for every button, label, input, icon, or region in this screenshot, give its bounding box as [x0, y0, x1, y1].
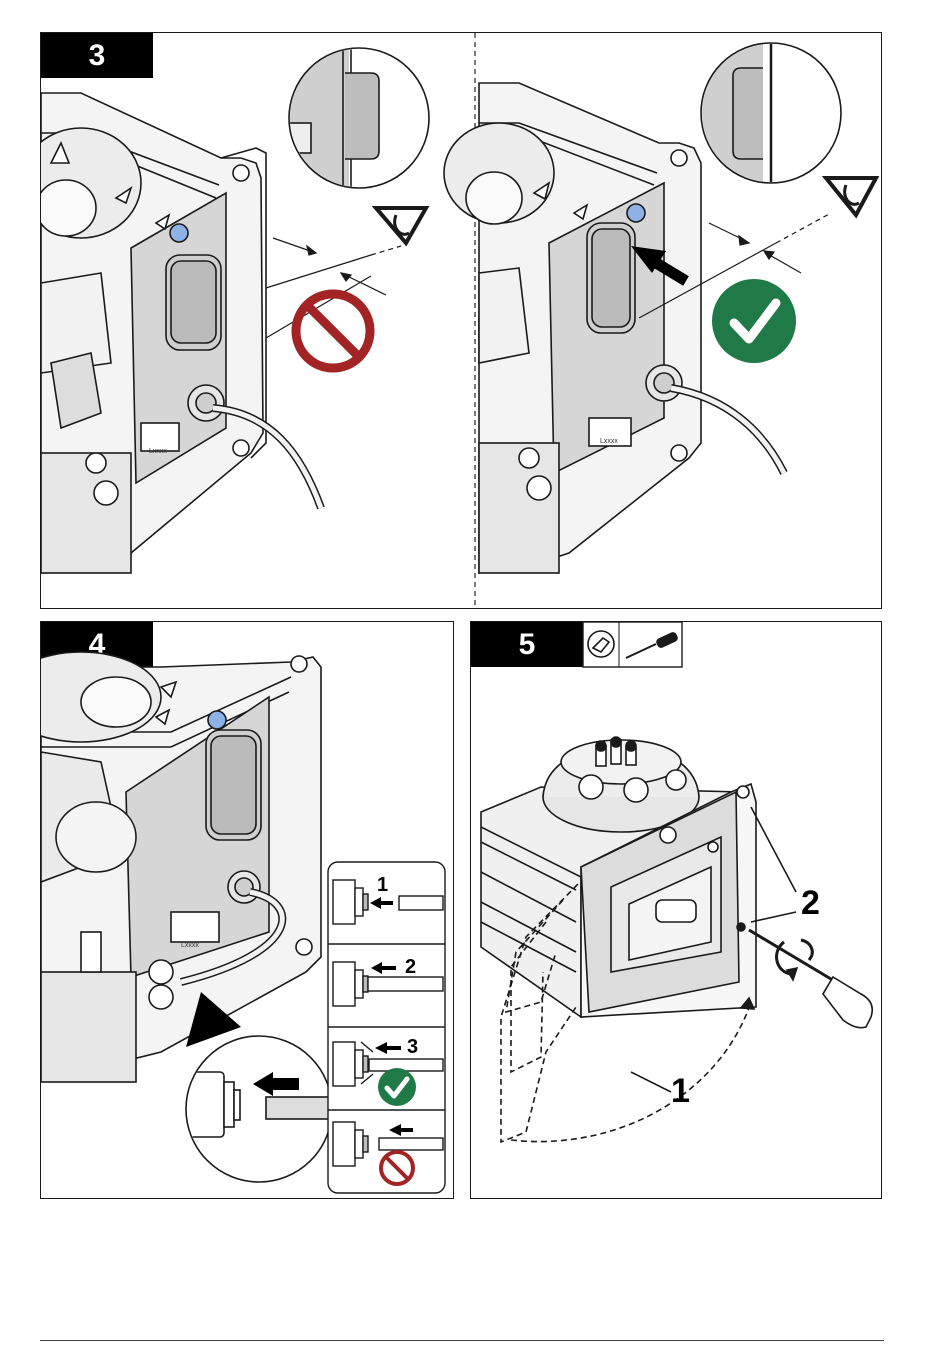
- device-left-wrong: [41, 93, 321, 573]
- footer-rule: [40, 1340, 884, 1341]
- step4-callout-2: 2: [405, 956, 416, 979]
- step-5-panel: 5: [470, 621, 882, 1199]
- step4-callout-3: 3: [407, 1036, 418, 1059]
- check-mark-icon: [712, 279, 796, 363]
- fitting-zoom-circle: [186, 1036, 336, 1182]
- device-step4: [41, 652, 321, 1082]
- magnifier-left: [289, 48, 429, 198]
- device-label-left: Lxxxx: [149, 448, 167, 455]
- step-3-illustration: Lxxxx: [41, 33, 882, 609]
- prohibited-icon: [296, 294, 370, 368]
- gap-measure-left: [266, 238, 401, 338]
- step-5-illustration: [471, 622, 882, 1199]
- step-4-illustration: Lxxxx: [41, 622, 454, 1199]
- magnifier-right: [701, 43, 841, 193]
- device-label-step4: Lxxxx: [181, 942, 199, 949]
- device-label-right: Lxxxx: [600, 438, 618, 445]
- step5-callout-2: 2: [801, 884, 820, 923]
- tool-icon-box: [583, 622, 682, 667]
- check-mark-icon: [378, 1068, 416, 1106]
- eye-icon: [826, 178, 876, 215]
- step-4-panel: 4 Lxxxx: [40, 621, 454, 1199]
- step5-callout-1: 1: [671, 1072, 690, 1111]
- fitting-instruction-strip: [328, 862, 445, 1193]
- step-3-panel: 3: [40, 32, 882, 609]
- eye-icon: [376, 208, 426, 243]
- step4-callout-1: 1: [377, 874, 388, 897]
